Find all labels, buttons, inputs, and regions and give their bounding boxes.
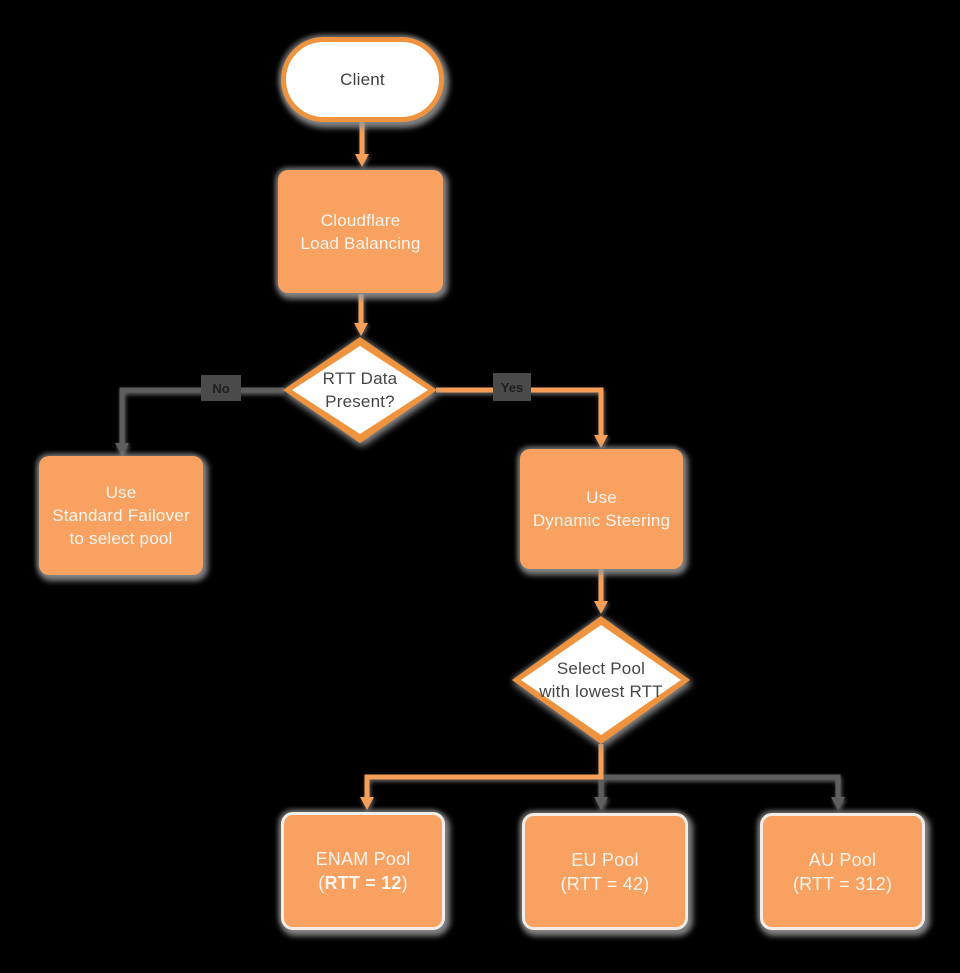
node-enam-pool: ENAM Pool (RTT = 12) <box>281 812 445 930</box>
node-rtt-decision: RTT Data Present? <box>283 337 437 443</box>
node-au-pool-line2: (RTT = 312) <box>792 873 893 894</box>
node-dynamic-steering-line2: Dynamic Steering <box>532 511 671 530</box>
node-enam-pool-line1: ENAM Pool <box>315 849 411 869</box>
node-select-pool-line2: with lowest RTT <box>539 682 663 701</box>
node-select-pool-line1: Select Pool <box>556 659 646 678</box>
node-rtt-decision-line2: Present? <box>325 392 395 411</box>
node-standard-failover-line1: Use <box>105 483 137 502</box>
connector-selectpool-to-au <box>601 774 845 810</box>
node-eu-pool: EU Pool (RTT = 42) <box>522 813 688 930</box>
enam-rtt-value: RTT = 12 <box>324 873 402 893</box>
node-select-pool: Select Pool with lowest RTT <box>512 616 690 744</box>
node-standard-failover-line3: to select pool <box>69 529 173 548</box>
node-dynamic-steering: Use Dynamic Steering <box>520 449 683 569</box>
node-dynamic-steering-line1: Use <box>586 488 617 507</box>
node-eu-pool-line1: EU Pool <box>571 849 639 870</box>
node-standard-failover: Use Standard Failover to select pool <box>39 456 203 575</box>
connector-selectpool-to-enam <box>360 744 604 810</box>
node-client-label: Client <box>340 70 385 89</box>
edge-label-no: No <box>201 375 241 401</box>
node-enam-pool-line2: (RTT = 12) <box>318 873 408 893</box>
node-client: Client <box>281 37 444 122</box>
connector-dynamic-to-selectpool <box>594 569 608 614</box>
connector-client-to-lb <box>355 122 369 167</box>
node-au-pool-line1: AU Pool <box>808 849 877 870</box>
node-eu-pool-line2: (RTT = 42) <box>560 873 650 894</box>
connector-rtt-yes-to-dynamic <box>436 387 608 448</box>
node-standard-failover-line2: Standard Failover <box>52 506 190 525</box>
connector-lb-to-rtt <box>354 294 368 336</box>
node-rtt-decision-line1: RTT Data <box>322 369 398 388</box>
edge-label-yes: Yes <box>493 373 531 401</box>
node-load-balancer: Cloudflare Load Balancing <box>278 170 443 293</box>
node-load-balancer-line2: Load Balancing <box>300 233 421 253</box>
connector-rtt-no-to-failover <box>115 387 284 456</box>
node-au-pool: AU Pool (RTT = 312) <box>760 813 925 930</box>
node-load-balancer-line1: Cloudflare <box>320 210 401 230</box>
